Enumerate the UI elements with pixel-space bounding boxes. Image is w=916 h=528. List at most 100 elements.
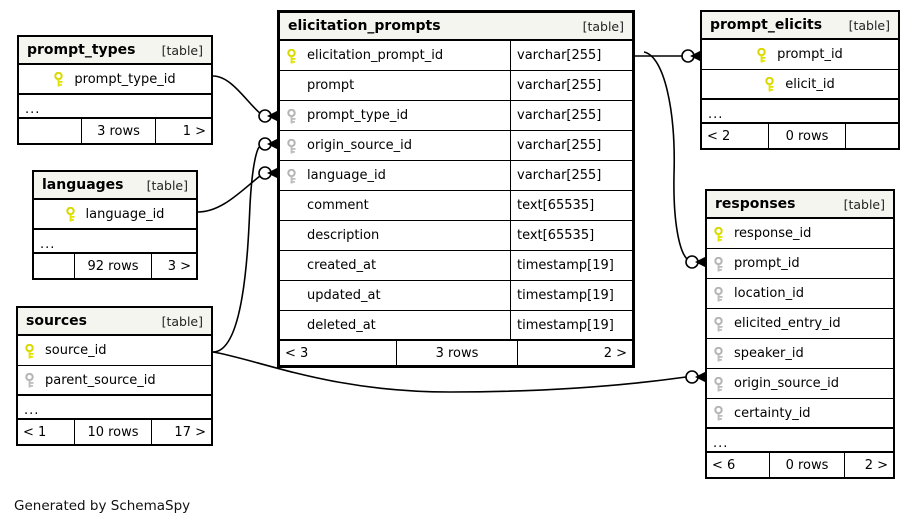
column-type: varchar[255] [510, 101, 632, 130]
table-row[interactable]: location_id [707, 279, 893, 309]
table-row[interactable]: response_id [707, 219, 893, 249]
table-type-tag: [table] [161, 313, 203, 329]
column-label: certainty_id [734, 405, 811, 421]
edge-languages-to-elicitation [197, 175, 261, 213]
table-row[interactable]: language_id [34, 200, 196, 230]
foreign-key-icon [25, 373, 38, 389]
column-label: language_id [307, 168, 386, 183]
table-row[interactable]: elicitation_prompt_id varchar[255] [280, 41, 632, 71]
table-row[interactable]: origin_source_id varchar[255] [280, 131, 632, 161]
table-row[interactable]: updated_at timestamp[19] [280, 281, 632, 311]
column-name-cell: language_id [34, 200, 196, 228]
table-footer: 3 rows 1 > [19, 119, 211, 143]
column-label: comment [307, 198, 369, 213]
table-type-tag: [table] [843, 196, 885, 212]
table-row[interactable]: source_id [18, 336, 211, 366]
table-prompt-types[interactable]: prompt_types [table] prompt_type_id ... … [17, 35, 213, 145]
table-header: prompt_types [table] [19, 37, 211, 65]
column-type: varchar[255] [510, 131, 632, 160]
table-sources[interactable]: sources [table] source_id [16, 306, 213, 446]
column-name-cell: elicitation_prompt_id [280, 41, 510, 70]
column-type: text[65535] [510, 221, 632, 250]
table-languages[interactable]: languages [table] language_id ... 92 row… [32, 170, 198, 280]
table-footer: 92 rows 3 > [34, 254, 196, 278]
footer-parents: < 1 [23, 424, 47, 440]
foreign-key-icon [714, 286, 727, 303]
table-more-columns: ... [19, 95, 211, 119]
footer-rowcount: 92 rows [74, 254, 152, 278]
primary-key-icon [65, 207, 79, 223]
edge-sources-to-elicitation [212, 146, 260, 353]
column-label: speaker_id [734, 346, 804, 361]
column-name-cell: created_at [280, 251, 510, 280]
column-label: response_id [734, 226, 812, 241]
table-row[interactable]: parent_source_id [18, 366, 211, 396]
column-type: timestamp[19] [510, 251, 632, 280]
edge-prompt-types-to-elicitation [212, 75, 262, 115]
column-label: elicit_id [785, 76, 835, 92]
column-label: deleted_at [307, 317, 376, 333]
column-label: elicited_entry_id [734, 316, 841, 331]
table-row[interactable]: origin_source_id [707, 369, 893, 399]
table-more-columns: ... [18, 396, 211, 420]
footer-parents [19, 119, 81, 143]
table-row[interactable]: comment text[65535] [280, 191, 632, 221]
table-more-columns: ... [34, 230, 196, 254]
table-footer: < 2 0 rows [702, 124, 898, 148]
column-type: varchar[255] [510, 161, 632, 190]
column-name-cell: speaker_id [707, 339, 893, 368]
table-row[interactable]: created_at timestamp[19] [280, 251, 632, 281]
table-responses[interactable]: responses [table] response_id [705, 189, 895, 479]
footer-parents: < 3 [285, 345, 309, 361]
table-type-tag: [table] [582, 18, 624, 34]
column-name-cell: description [280, 221, 510, 250]
foreign-key-icon [714, 346, 727, 363]
table-title: languages [42, 177, 124, 193]
table-row[interactable]: language_id varchar[255] [280, 161, 632, 191]
table-row[interactable]: prompt_type_id varchar[255] [280, 101, 632, 131]
footer-children: 17 > [174, 424, 206, 440]
table-header: prompt_elicits [table] [702, 12, 898, 40]
primary-key-icon [25, 343, 38, 360]
table-row[interactable]: prompt_type_id [19, 65, 211, 95]
edge-endpoint-circle [685, 255, 699, 269]
column-name-cell: parent_source_id [18, 366, 211, 394]
column-name-cell: prompt_type_id [280, 101, 510, 130]
column-label: prompt_type_id [74, 71, 176, 87]
table-more-columns: ... [707, 429, 893, 453]
column-label: prompt_id [734, 256, 800, 271]
footer-rowcount: 0 rows [768, 124, 846, 148]
column-name-cell: prompt_id [702, 40, 898, 69]
table-row[interactable]: elicit_id [702, 70, 898, 100]
column-name-cell: origin_source_id [707, 369, 893, 398]
column-name-cell: prompt_type_id [19, 65, 211, 93]
table-row[interactable]: prompt_id [707, 249, 893, 279]
footer-children: 2 > [603, 345, 627, 361]
generated-by-label: Generated by SchemaSpy [14, 498, 191, 514]
table-elicitation-prompts[interactable]: elicitation_prompts [table] elicitation_… [277, 10, 635, 368]
foreign-key-icon [714, 406, 727, 422]
column-name-cell: updated_at [280, 281, 510, 310]
table-row[interactable]: description text[65535] [280, 221, 632, 251]
table-row[interactable]: certainty_id [707, 399, 893, 429]
table-row[interactable]: speaker_id [707, 339, 893, 369]
column-label: updated_at [307, 288, 381, 303]
table-row[interactable]: elicited_entry_id [707, 309, 893, 339]
column-type: text[65535] [510, 191, 632, 220]
table-row[interactable]: deleted_at timestamp[19] [280, 311, 632, 341]
column-name-cell: comment [280, 191, 510, 220]
table-row[interactable]: prompt_id [702, 40, 898, 70]
edge-elicitation-to-responses [643, 51, 688, 260]
edge-endpoint-circle [681, 49, 695, 63]
edge-endpoint-circle [258, 109, 272, 123]
foreign-key-icon [714, 256, 727, 273]
column-name-cell: location_id [707, 279, 893, 308]
table-row[interactable]: prompt varchar[255] [280, 71, 632, 101]
foreign-key-icon [287, 138, 300, 155]
table-prompt-elicits[interactable]: prompt_elicits [table] prompt_id [700, 10, 900, 150]
column-name-cell: certainty_id [707, 399, 893, 427]
table-title: responses [715, 196, 796, 212]
column-name-cell: origin_source_id [280, 131, 510, 160]
column-name-cell: response_id [707, 219, 893, 248]
footer-rowcount: 0 rows [769, 453, 845, 477]
